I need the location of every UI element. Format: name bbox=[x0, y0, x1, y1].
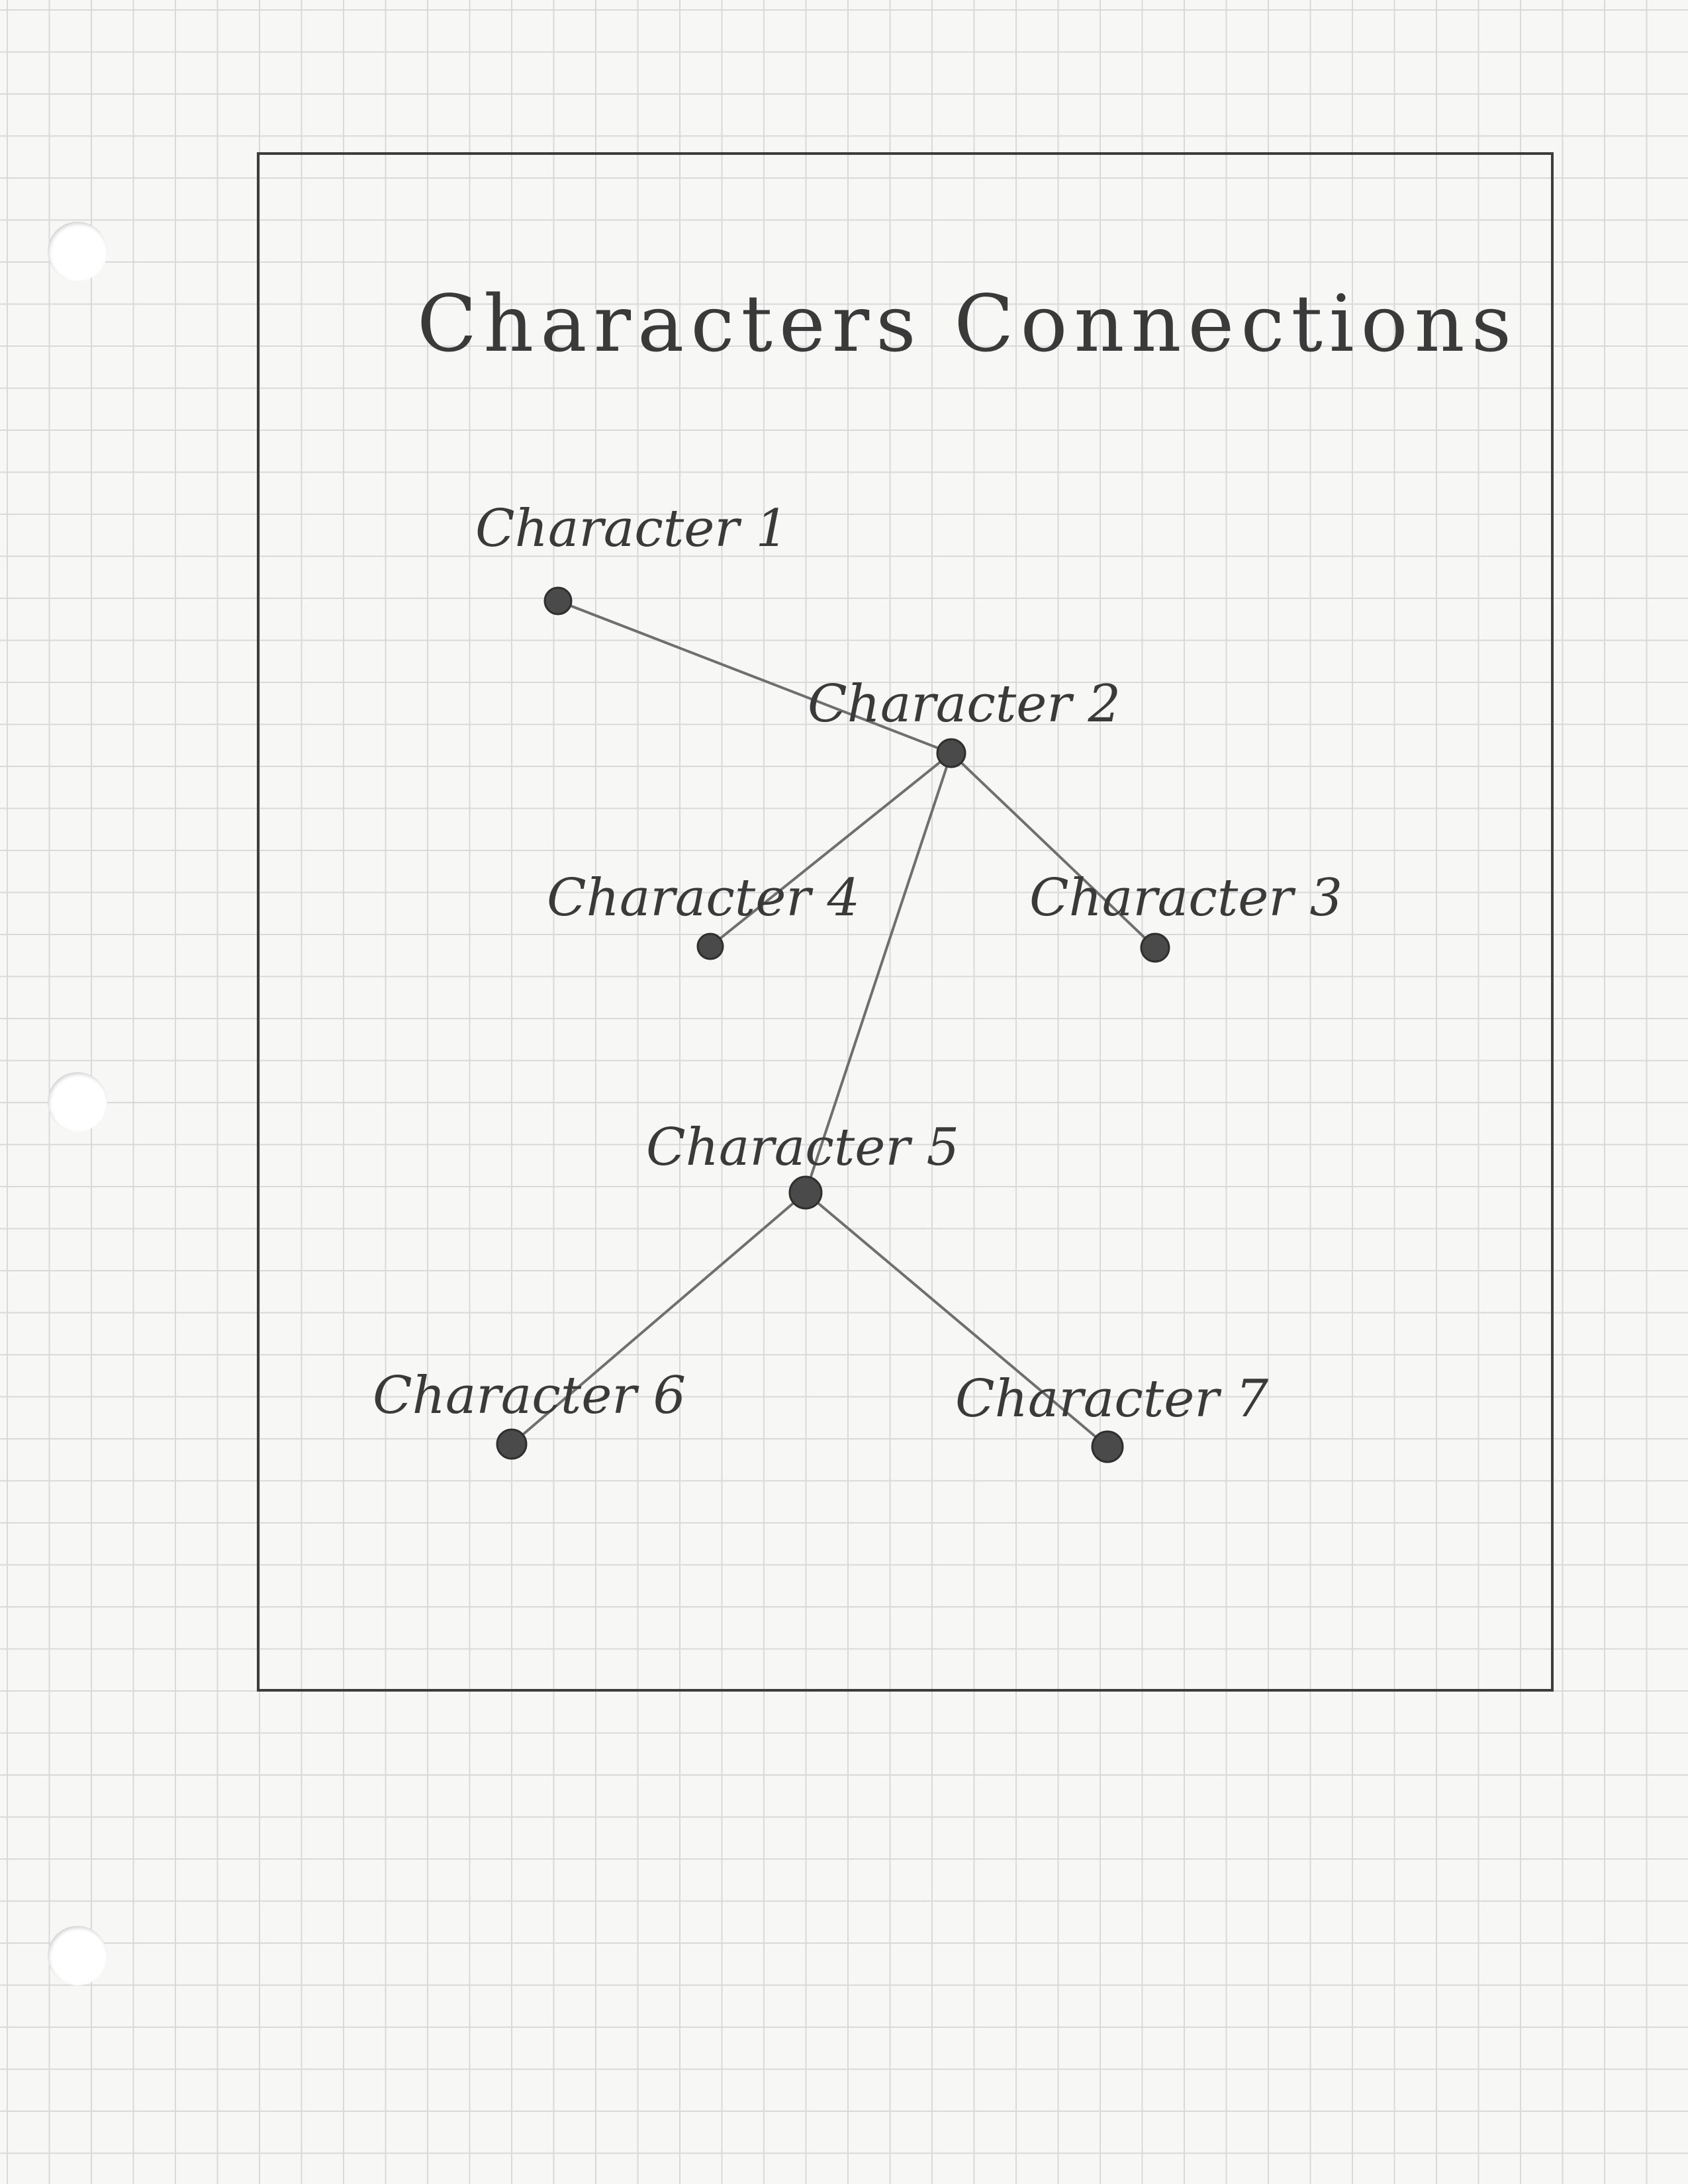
node-dot-c5 bbox=[788, 1175, 823, 1210]
edge-c1-c2 bbox=[557, 600, 953, 754]
node-label-c3: Character 3 bbox=[1029, 868, 1342, 928]
edges-layer bbox=[510, 600, 1156, 1448]
node-label-c2: Character 2 bbox=[808, 674, 1121, 734]
edge-c2-c3 bbox=[950, 752, 1156, 949]
edge-c5-c7 bbox=[804, 1191, 1109, 1448]
labels-layer: Character 1 Character 2 Character 3 Char… bbox=[373, 499, 1342, 1429]
node-dot-c2 bbox=[936, 738, 966, 768]
edge-c2-c4 bbox=[709, 752, 953, 948]
node-label-c1: Character 1 bbox=[475, 499, 788, 559]
node-label-c5: Character 5 bbox=[646, 1118, 959, 1177]
node-label-c6: Character 6 bbox=[373, 1366, 686, 1426]
edge-c2-c5 bbox=[804, 752, 953, 1194]
diagram-title: Characters Connections bbox=[417, 278, 1518, 369]
edge-c5-c6 bbox=[510, 1191, 807, 1445]
node-dot-c6 bbox=[496, 1428, 528, 1460]
node-label-c7: Character 7 bbox=[955, 1369, 1268, 1429]
node-dot-c7 bbox=[1091, 1430, 1124, 1463]
node-dot-c4 bbox=[696, 933, 724, 960]
diagram-frame bbox=[257, 152, 1554, 1692]
binder-hole-middle bbox=[48, 1072, 107, 1132]
binder-hole-bottom bbox=[48, 1926, 107, 1985]
node-dot-c3 bbox=[1140, 933, 1170, 963]
binder-hole-top bbox=[48, 222, 107, 281]
nodes-layer bbox=[496, 586, 1170, 1463]
node-dot-c1 bbox=[543, 586, 573, 615]
node-label-c4: Character 4 bbox=[547, 868, 860, 928]
